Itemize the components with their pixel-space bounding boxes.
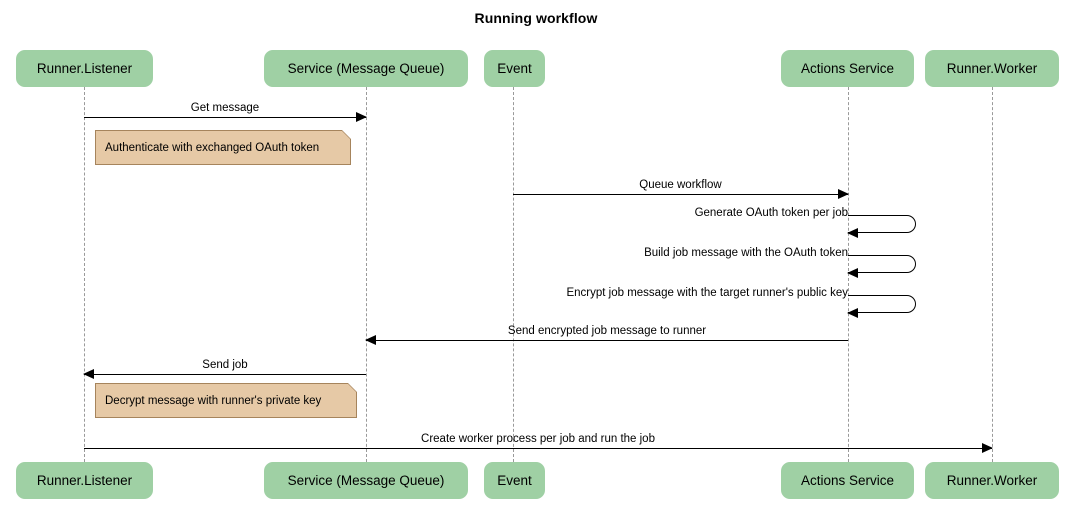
self-message-label: Encrypt job message with the target runn…: [566, 287, 848, 299]
message-line: [84, 374, 366, 375]
message-label: Get message: [190, 102, 260, 114]
note-decrypt: Decrypt message with runner's private ke…: [95, 383, 357, 418]
participant-label: Runner.Worker: [946, 473, 1038, 488]
participant-label: Event: [497, 61, 532, 76]
self-message-label: Generate OAuth token per job: [694, 207, 848, 219]
participant-service-message-queue-top[interactable]: Service (Message Queue): [264, 50, 468, 87]
participant-label: Actions Service: [800, 473, 895, 488]
arrowhead-right-icon: [356, 112, 367, 122]
participant-actions-service-top[interactable]: Actions Service: [781, 50, 914, 87]
self-message-loop: [848, 215, 916, 233]
arrowhead-right-icon: [838, 189, 849, 199]
participant-runner-listener-bottom[interactable]: Runner.Listener: [16, 462, 153, 499]
note-label: Decrypt message with runner's private ke…: [105, 394, 322, 407]
message-line: [84, 448, 992, 449]
self-message-generate-oauth-token[interactable]: Generate OAuth token per job: [695, 207, 916, 238]
lifeline-runner-listener: [84, 87, 85, 462]
participant-label: Service (Message Queue): [287, 61, 445, 76]
message-label: Send job: [202, 359, 248, 371]
message-label: Create worker process per job and run th…: [421, 433, 655, 445]
participant-label: Runner.Listener: [36, 473, 133, 488]
self-message-loop: [848, 295, 916, 313]
arrowhead-left-icon: [83, 369, 94, 379]
lifeline-runner-worker: [992, 87, 993, 462]
participant-runner-worker-top[interactable]: Runner.Worker: [925, 50, 1059, 87]
message-line: [366, 340, 848, 341]
diagram-title: Running workflow: [474, 10, 598, 26]
participant-actions-service-bottom[interactable]: Actions Service: [781, 462, 914, 499]
arrowhead-left-icon: [365, 335, 376, 345]
message-label: Queue workflow: [639, 179, 722, 191]
message-label: Send encrypted job message to runner: [507, 325, 707, 337]
note-label: Authenticate with exchanged OAuth token: [105, 141, 320, 154]
arrowhead-left-icon: [847, 267, 858, 278]
note-fold-inner-icon: [348, 383, 357, 392]
participant-service-message-queue-bottom[interactable]: Service (Message Queue): [264, 462, 468, 499]
note-fold-inner-icon: [342, 130, 351, 139]
participant-event-top[interactable]: Event: [484, 50, 545, 87]
participant-event-bottom[interactable]: Event: [484, 462, 545, 499]
lifeline-service-message-queue: [366, 87, 367, 462]
self-message-label: Build job message with the OAuth token: [644, 247, 848, 259]
message-line: [84, 117, 366, 118]
arrowhead-left-icon: [847, 307, 858, 318]
self-message-build-job-message[interactable]: Build job message with the OAuth token: [644, 247, 916, 278]
participant-label: Actions Service: [800, 61, 895, 76]
participant-label: Runner.Listener: [36, 61, 133, 76]
self-message-encrypt-job-message[interactable]: Encrypt job message with the target runn…: [566, 287, 916, 318]
participant-label: Event: [497, 473, 532, 488]
arrowhead-right-icon: [982, 443, 993, 453]
participant-label: Service (Message Queue): [287, 473, 445, 488]
participant-runner-listener-top[interactable]: Runner.Listener: [16, 50, 153, 87]
note-authenticate: Authenticate with exchanged OAuth token: [95, 130, 351, 165]
arrowhead-left-icon: [847, 227, 858, 238]
message-line: [513, 194, 848, 195]
participant-runner-worker-bottom[interactable]: Runner.Worker: [925, 462, 1059, 499]
self-message-loop: [848, 255, 916, 273]
participant-label: Runner.Worker: [946, 61, 1038, 76]
lifeline-event: [513, 87, 514, 462]
